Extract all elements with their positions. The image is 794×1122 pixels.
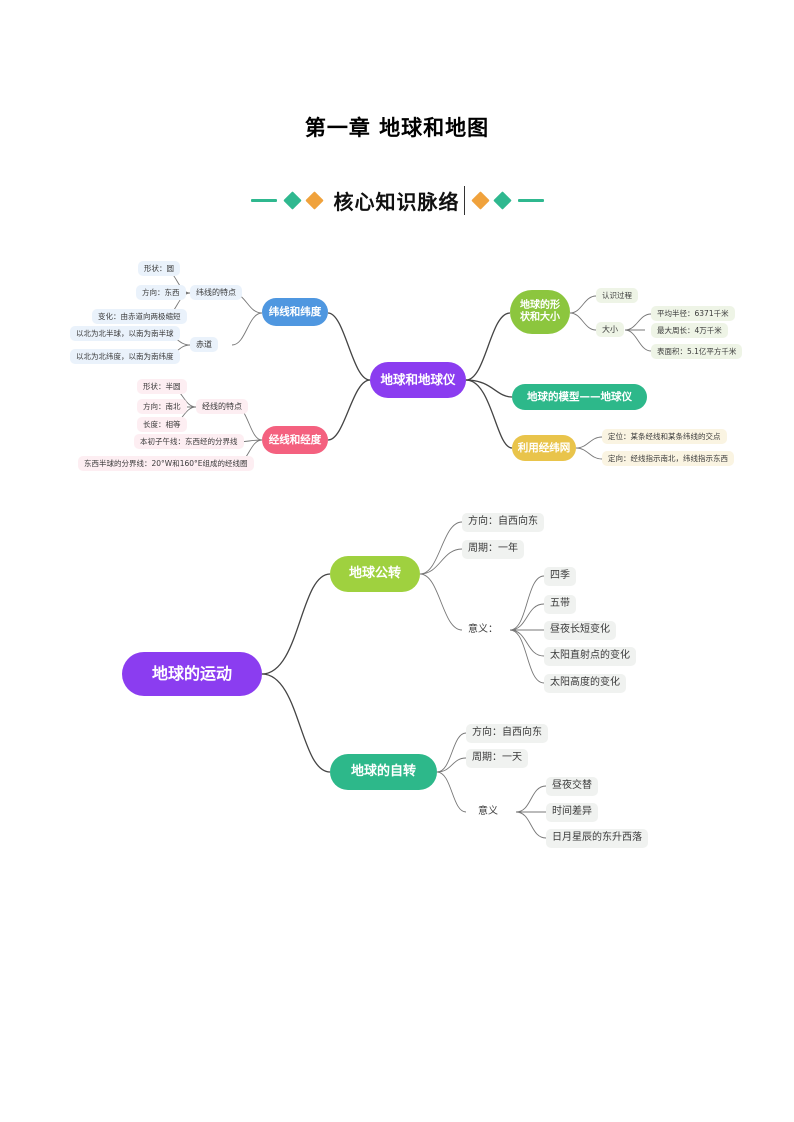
- node-label: 赤道: [196, 339, 212, 349]
- diamond-orange-right-icon: [470, 191, 490, 210]
- node-label: 方向：自西向东: [468, 516, 538, 528]
- leaf-lon-shape[interactable]: 形状：半圆: [137, 379, 187, 394]
- diamond-orange-left-icon: [304, 191, 324, 210]
- node-label: 地球公转: [348, 566, 401, 582]
- node-label: 周期：一天: [472, 752, 522, 764]
- leaf-recognition-process[interactable]: 认识过程: [596, 288, 638, 303]
- node-longitude[interactable]: 经线和经度: [262, 426, 328, 454]
- leaf-revolution-direction[interactable]: 方向：自西向东: [462, 513, 544, 532]
- node-label: 纬线的特点: [196, 287, 236, 297]
- node-label: 时间差异: [552, 806, 592, 818]
- node-label: 利用经纬网: [517, 441, 571, 454]
- leaf-lon-length[interactable]: 长度：相等: [137, 417, 187, 432]
- node-label: 方向：自西向东: [472, 727, 542, 739]
- leaf-lat-shape[interactable]: 形状：圆: [138, 261, 180, 276]
- node-rotation-meaning[interactable]: 意义: [472, 803, 504, 822]
- leaf-solar-altitude-change[interactable]: 太阳高度的变化: [544, 674, 626, 693]
- node-label: 定位：某条经线和某条纬线的交点: [608, 431, 721, 441]
- node-revolution[interactable]: 地球公转: [330, 556, 420, 592]
- node-label: 认识过程: [602, 290, 632, 300]
- node-label: 五带: [550, 598, 570, 610]
- node-label: 地球的自转: [350, 764, 416, 780]
- leaf-equator-hemisphere[interactable]: 以北为北半球，以南为南半球: [70, 326, 180, 341]
- node-label: 方向：东西: [142, 287, 180, 297]
- leaf-rotation-period[interactable]: 周期：一天: [466, 749, 528, 768]
- node-equator[interactable]: 赤道: [190, 337, 218, 352]
- leaf-lat-change[interactable]: 变化：由赤道向两极缩短: [92, 309, 187, 324]
- leaf-grid-orientation[interactable]: 定向：经线指示南北，纬线指示东西: [602, 451, 734, 466]
- leaf-four-seasons[interactable]: 四季: [544, 567, 576, 586]
- leaf-celestial-rise-set[interactable]: 日月星辰的东升西落: [546, 829, 648, 848]
- node-label: 地球的运动: [151, 664, 232, 684]
- node-latitude-features[interactable]: 纬线的特点: [190, 285, 242, 300]
- node-label: 纬线和纬度: [268, 305, 322, 318]
- node-label-line2: 状和大小: [520, 312, 560, 323]
- leaf-grid-positioning[interactable]: 定位：某条经线和某条纬线的交点: [602, 429, 727, 444]
- leaf-equator-latitude[interactable]: 以北为北纬度，以南为南纬度: [70, 349, 180, 364]
- node-label: 定向：经线指示南北，纬线指示东西: [608, 453, 728, 463]
- subtitle-text: 核心知识脉络: [330, 186, 465, 215]
- node-label-line1: 地球的形: [520, 299, 560, 311]
- node-revolution-meaning[interactable]: 意义：: [462, 621, 504, 640]
- node-label: 周期：一年: [468, 543, 518, 555]
- leaf-surface-area[interactable]: 表面积：5.1亿平方千米: [651, 344, 743, 359]
- leaf-day-night-alternation[interactable]: 昼夜交替: [546, 777, 598, 796]
- leaf-time-difference[interactable]: 时间差异: [546, 803, 598, 822]
- node-earth-and-globe[interactable]: 地球和地球仪: [370, 362, 466, 398]
- leaf-lon-direction[interactable]: 方向：南北: [137, 399, 187, 414]
- section-subtitle: 核心知识脉络: [0, 186, 794, 215]
- node-label: 变化：由赤道向两极缩短: [98, 311, 181, 321]
- node-label: 四季: [550, 570, 570, 582]
- node-label: 地球的模型——地球仪: [527, 390, 632, 403]
- node-earth-shape-size[interactable]: 地球的形 状和大小: [510, 290, 570, 334]
- node-label: 形状：半圆: [143, 381, 181, 391]
- page-title: 第一章 地球和地图: [304, 115, 490, 140]
- node-label: 平均半径：6371千米: [657, 308, 729, 318]
- diamond-teal-left-icon: [282, 191, 302, 210]
- node-label: 经线和经度: [268, 433, 322, 446]
- leaf-subsolar-point-change[interactable]: 太阳直射点的变化: [544, 647, 636, 666]
- node-label: 意义: [478, 806, 498, 818]
- node-label: 长度：相等: [143, 419, 181, 429]
- node-earth-size[interactable]: 大小: [596, 322, 624, 337]
- leaf-day-night-length[interactable]: 昼夜长短变化: [544, 621, 616, 640]
- decor-line-left: [250, 199, 277, 202]
- node-label: 意义：: [468, 624, 498, 636]
- node-label: 方向：南北: [143, 401, 181, 411]
- node-label: 以北为北半球，以南为南半球: [76, 328, 174, 338]
- node-label: 经线的特点: [202, 401, 242, 411]
- node-longitude-features[interactable]: 经线的特点: [196, 399, 248, 414]
- leaf-revolution-period[interactable]: 周期：一年: [462, 540, 524, 559]
- leaf-max-circumference[interactable]: 最大周长：4万千米: [651, 323, 728, 338]
- node-label: 昼夜交替: [552, 780, 592, 792]
- leaf-rotation-direction[interactable]: 方向：自西向东: [466, 724, 548, 743]
- leaf-hemisphere-divider[interactable]: 东西半球的分界线：20°W和160°E组成的经线圈: [78, 456, 254, 471]
- node-label: 太阳直射点的变化: [550, 650, 630, 662]
- node-label: 以北为北纬度，以南为南纬度: [76, 351, 174, 361]
- diamond-teal-right-icon: [492, 191, 512, 210]
- node-label: 太阳高度的变化: [550, 677, 620, 689]
- leaf-five-zones[interactable]: 五带: [544, 595, 576, 614]
- node-label: 表面积：5.1亿平方千米: [657, 346, 737, 356]
- node-label: 大小: [602, 324, 618, 334]
- leaf-lat-direction[interactable]: 方向：东西: [136, 285, 186, 300]
- node-rotation[interactable]: 地球的自转: [330, 754, 437, 790]
- node-earth-model-globe[interactable]: 地球的模型——地球仪: [512, 384, 647, 410]
- node-earth-motion[interactable]: 地球的运动: [122, 652, 262, 696]
- node-label: 形状：圆: [144, 263, 174, 273]
- node-label: 本初子午线：东西经的分界线: [140, 436, 238, 446]
- node-label: 最大周长：4万千米: [657, 325, 722, 335]
- node-label: 日月星辰的东升西落: [552, 832, 642, 844]
- leaf-mean-radius[interactable]: 平均半径：6371千米: [651, 306, 735, 321]
- decor-line-right: [517, 199, 544, 202]
- node-latitude[interactable]: 纬线和纬度: [262, 298, 328, 326]
- node-label: 东西半球的分界线：20°W和160°E组成的经线圈: [84, 458, 248, 468]
- node-label: 地球和地球仪: [380, 372, 456, 388]
- leaf-prime-meridian[interactable]: 本初子午线：东西经的分界线: [134, 434, 244, 449]
- node-label: 昼夜长短变化: [550, 624, 610, 636]
- node-use-grid[interactable]: 利用经纬网: [512, 435, 576, 461]
